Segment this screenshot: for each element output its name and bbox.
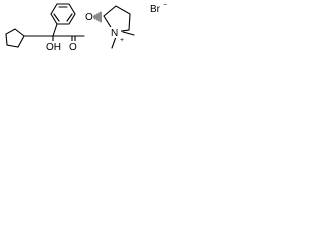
n-methyl-bond-2	[122, 31, 135, 36]
atom-labels: OH O O N + Br −	[46, 2, 167, 53]
hydroxyl-label: OH	[46, 42, 61, 53]
n-methyl-bond-1	[111, 36, 117, 49]
glycopyrronium-bromide-structure: OH O O N + Br −	[5, 2, 167, 53]
carbonyl-oxygen-label: O	[69, 42, 77, 53]
nitrogen-charge-label: +	[120, 37, 124, 44]
ester-oxygen-label: O	[85, 12, 93, 23]
phenyl-ring	[50, 3, 76, 25]
bromide-label: Br	[150, 4, 161, 15]
bromide-charge-label: −	[163, 2, 167, 9]
phenyl-to-center-bond	[52, 23, 58, 37]
stereo-hash-bond	[92, 11, 102, 23]
cyclopentyl-ring	[5, 28, 25, 48]
nitrogen-label: N	[111, 28, 118, 39]
